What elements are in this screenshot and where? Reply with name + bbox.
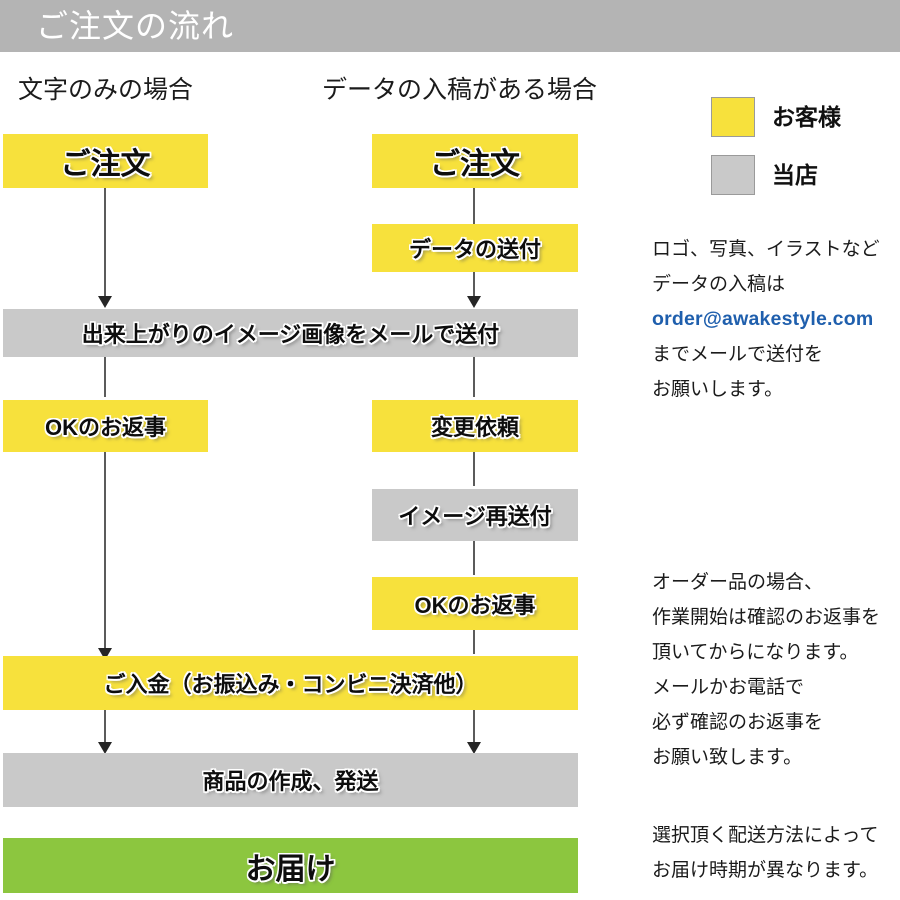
flow-box-image-mail[interactable]: 出来上がりのイメージ画像をメールで送付 — [3, 309, 578, 357]
connector-line — [104, 188, 106, 300]
connector-line — [473, 630, 475, 654]
flow-box-label: 変更依頼 — [430, 415, 519, 440]
flow-box-left-ok-reply[interactable]: OKのお返事 — [3, 400, 208, 452]
connector-arrow — [98, 742, 112, 754]
connector-arrow — [467, 742, 481, 754]
connector-line — [473, 357, 475, 397]
flow-box-delivery[interactable]: お届け — [3, 838, 578, 893]
flow-box-label: イメージ再送付 — [398, 504, 552, 529]
flow-box-label: ご入金（お振込み・コンビニ決済他） — [103, 672, 478, 697]
header-bar — [0, 0, 900, 52]
note-line: お願いします。 — [652, 379, 784, 400]
flow-box-label: OKのお返事 — [44, 415, 166, 440]
connector-line — [104, 452, 106, 652]
legend-swatch-customer — [711, 97, 755, 137]
note-line: データの入稿は — [652, 274, 786, 295]
note-line: お願い致します。 — [652, 747, 803, 768]
note-line: オーダー品の場合、 — [652, 572, 824, 593]
note-line: お届け時期が異なります。 — [652, 860, 879, 881]
flow-box-payment[interactable]: ご入金（お振込み・コンビニ決済他） — [3, 656, 578, 710]
connector-line — [473, 188, 475, 224]
email-link[interactable]: order@awakestyle.com — [652, 308, 874, 330]
flow-box-label: 出来上がりのイメージ画像をメールで送付 — [81, 322, 500, 347]
connector-arrow — [467, 296, 481, 308]
note-line: 必ず確認のお返事を — [652, 712, 824, 733]
connector-line — [473, 710, 475, 750]
connector-line — [473, 272, 475, 300]
flow-box-label: 商品の作成、発送 — [202, 769, 379, 794]
flow-box-left-order[interactable]: ご注文 — [3, 134, 208, 188]
connector-line — [104, 357, 106, 397]
legend-swatch-shop — [711, 155, 755, 195]
flow-box-label: ご注文 — [60, 148, 151, 181]
flow-box-label: データの送付 — [408, 237, 541, 262]
connector-line — [473, 541, 475, 575]
note-line: メールかお電話で — [652, 677, 805, 698]
flow-box-right-order[interactable]: ご注文 — [372, 134, 578, 188]
flow-box-label: OKのお返事 — [414, 592, 536, 618]
connector-line — [104, 710, 106, 750]
note-line: 頂いてからになります。 — [652, 642, 859, 663]
flow-box-label: お届け — [245, 852, 336, 886]
note-line: 選択頂く配送方法によって — [652, 825, 879, 846]
page-title: ご注文の流れ — [36, 8, 235, 44]
note-line: までメールで送付を — [652, 344, 824, 365]
note-line: ロゴ、写真、イラストなど — [652, 239, 880, 260]
flow-box-data-send[interactable]: データの送付 — [372, 224, 578, 272]
flow-box-label: ご注文 — [430, 148, 520, 181]
connector-line — [473, 452, 475, 486]
flow-box-change-request[interactable]: 変更依頼 — [372, 400, 578, 452]
note-line: 作業開始は確認のお返事を — [652, 607, 881, 628]
flow-box-image-resend[interactable]: イメージ再送付 — [372, 489, 578, 541]
data-submission-note: ロゴ、写真、イラストなど データの入稿は order@awakestyle.co… — [652, 232, 880, 407]
connector-arrow — [98, 296, 112, 308]
flow-box-make-ship[interactable]: 商品の作成、発送 — [3, 753, 578, 807]
custom-order-note: オーダー品の場合、 作業開始は確認のお返事を 頂いてからになります。 メールかお… — [652, 565, 880, 775]
left-column-caption: 文字のみの場合 — [18, 76, 194, 104]
legend-label-shop: 当店 — [772, 162, 818, 188]
flow-box-right-ok-reply[interactable]: OKのお返事 — [372, 577, 578, 630]
shipping-method-note: 選択頂く配送方法によって お届け時期が異なります。 — [652, 818, 878, 888]
right-column-caption: データの入稿がある場合 — [322, 76, 598, 104]
legend-label-customer: お客様 — [772, 104, 841, 130]
